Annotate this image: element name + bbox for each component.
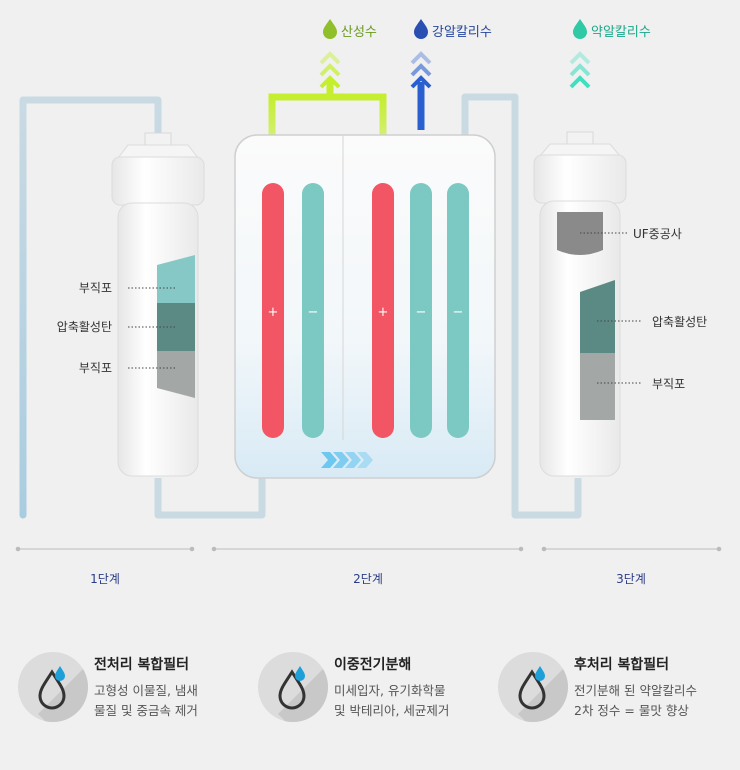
filter3-layer-nonwoven — [580, 353, 615, 420]
card-line-2: 2차 정수 = 물맛 향상 — [574, 703, 689, 718]
acid-drop-icon — [323, 19, 337, 39]
electrode-sign-5: − — [453, 305, 464, 320]
strong-alkaline-drop-icon — [414, 19, 428, 39]
step-2-label: 2단계 — [353, 572, 383, 586]
filter3-layer-carbon — [580, 280, 615, 353]
card-prefilter: 전처리 복합필터 고형성 이물질, 냄새 물질 및 중금속 제거 — [18, 650, 243, 730]
card-line-1: 미세입자, 유기화학물 — [334, 683, 446, 698]
strong-alkaline-water-label: 강알칼리수 — [432, 25, 492, 40]
electrode-positive-1 — [262, 183, 284, 438]
card-line-1: 전기분해 된 약알칼리수 — [574, 683, 697, 698]
card-line-2: 물질 및 중금속 제거 — [94, 703, 198, 718]
acidic-water-label: 산성수 — [341, 25, 377, 40]
step-1-label: 1단계 — [90, 572, 120, 586]
electrode-positive-2 — [372, 183, 394, 438]
filter3-label-2: 압축활성탄 — [652, 315, 707, 329]
electrode-negative-3 — [447, 183, 469, 438]
pipes — [19, 93, 582, 519]
filter1-layer-nonwoven-top — [157, 255, 195, 303]
filter1-layer-carbon — [157, 303, 195, 351]
filter3-label-3: 부직포 — [652, 377, 685, 391]
water-drop-icon — [18, 652, 88, 722]
card-title: 후처리 복합필터 — [574, 657, 670, 673]
output-labels: 산성수 강알칼리수 약알칼리수 — [323, 19, 651, 40]
step-timeline — [15, 546, 722, 552]
water-drop-icon — [258, 652, 328, 722]
filter1-labels: 부직포 압축활성탄 부직포 — [57, 281, 175, 375]
card-electrolysis: 이중전기분해 미세입자, 유기화학물 및 박테리아, 세균제거 — [258, 650, 483, 730]
filter-3 — [533, 131, 627, 477]
card-title: 전처리 복합필터 — [94, 657, 190, 673]
water-drop-icon — [498, 652, 568, 722]
filter1-layer-nonwoven-bottom — [157, 351, 195, 398]
filter1-label-3: 부직포 — [79, 361, 112, 375]
electrolysis-chamber: + − + − − — [234, 134, 496, 479]
filter3-labels: UF중공사 압축활성탄 부직포 — [580, 227, 707, 391]
weak-alkaline-water-label: 약알칼리수 — [591, 25, 651, 40]
filter1-label-1: 부직포 — [79, 281, 112, 295]
filter-1 — [111, 132, 205, 477]
weak-alkaline-outlet — [569, 51, 591, 140]
step-3-label: 3단계 — [616, 572, 646, 586]
card-title: 이중전기분해 — [334, 657, 412, 673]
electrode-sign-3: + — [378, 305, 389, 320]
card-line-1: 고형성 이물질, 냄새 — [94, 683, 198, 698]
filter1-label-2: 압축활성탄 — [57, 320, 112, 334]
electrode-negative-1 — [302, 183, 324, 438]
filter3-label-1: UF중공사 — [633, 227, 682, 241]
flow-direction-arrows — [321, 452, 373, 468]
card-postfilter: 후처리 복합필터 전기분해 된 약알칼리수 2차 정수 = 물맛 향상 — [498, 650, 723, 730]
card-line-2: 및 박테리아, 세균제거 — [334, 703, 450, 718]
weak-alkaline-drop-icon — [573, 19, 587, 39]
electrode-sign-1: + — [268, 305, 279, 320]
electrode-sign-4: − — [416, 305, 427, 320]
electrode-sign-2: − — [308, 305, 319, 320]
electrode-negative-2 — [410, 183, 432, 438]
